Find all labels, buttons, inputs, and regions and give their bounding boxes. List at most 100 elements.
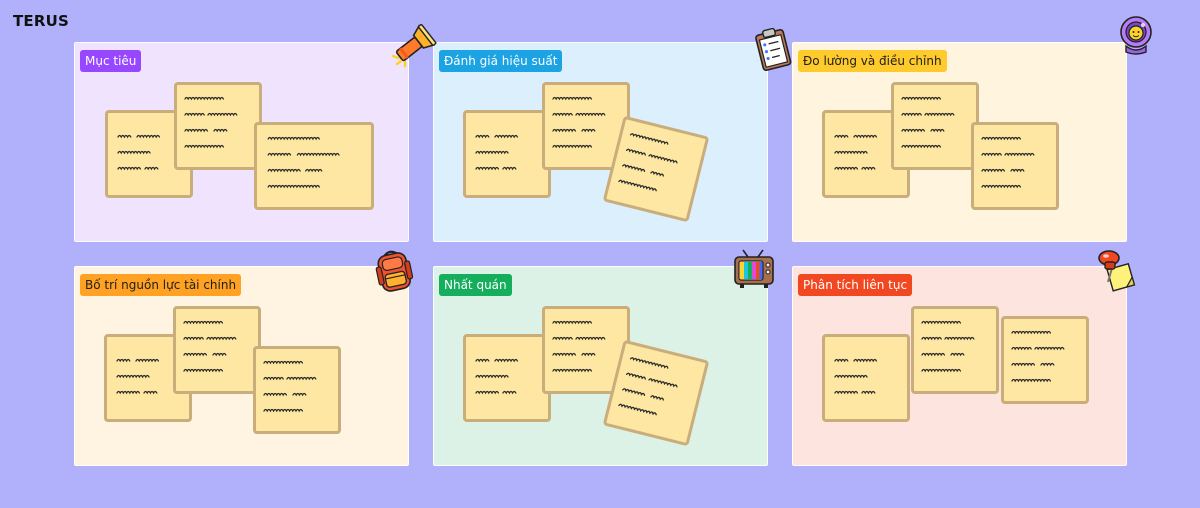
sticky-note[interactable]	[911, 306, 999, 394]
scribble-line	[921, 320, 962, 325]
scribble-line	[834, 150, 868, 155]
sticky-note[interactable]	[174, 82, 262, 170]
panel-title: Nhất quán	[439, 274, 512, 296]
panel-phan-tich-lien-tuc[interactable]: Phân tích liên tục	[792, 266, 1127, 466]
scribble-line	[921, 368, 962, 373]
sticky-note[interactable]	[602, 115, 710, 223]
scribble-line	[183, 352, 208, 357]
scribble-line	[618, 179, 657, 192]
scribble-line	[581, 128, 596, 133]
scribble-line	[475, 166, 500, 171]
astronaut-icon	[1120, 16, 1152, 55]
scribble-line	[286, 376, 317, 381]
scribble-line	[981, 168, 1006, 173]
note-scribble	[475, 134, 519, 171]
sticky-note[interactable]	[253, 346, 341, 434]
scribble-line	[136, 134, 161, 139]
scribble-line	[183, 368, 224, 373]
scribble-line	[552, 352, 577, 357]
pushpin-note-icon	[1098, 250, 1136, 292]
note-scribble	[263, 360, 317, 413]
note-scribble	[618, 133, 678, 192]
note-scribble	[552, 96, 606, 149]
scribble-line	[292, 392, 307, 397]
sticky-note[interactable]	[254, 122, 374, 210]
television-icon	[734, 249, 774, 288]
scribble-line	[1011, 330, 1052, 335]
sticky-note[interactable]	[1001, 316, 1089, 404]
flashlight-icon	[391, 23, 437, 68]
scribble-line	[648, 154, 678, 164]
note-scribble	[183, 320, 237, 373]
scribble-line	[648, 378, 678, 388]
scribble-line	[921, 352, 946, 357]
scribble-line	[296, 152, 340, 157]
scribble-line	[263, 392, 288, 397]
scribble-line	[552, 144, 593, 149]
sticky-note[interactable]	[173, 306, 261, 394]
sticky-note[interactable]	[891, 82, 979, 170]
note-scribble	[116, 358, 160, 395]
panel-muc-tieu[interactable]: Mục tiêu	[74, 42, 409, 242]
scribble-line	[622, 388, 646, 396]
scribble-line	[1004, 152, 1035, 157]
scribble-line	[207, 112, 238, 117]
scribble-line	[930, 128, 945, 133]
panel-bo-tri-nguon-luc-tai-chinh[interactable]: Bố trí nguồn lực tài chính	[74, 266, 409, 466]
scribble-line	[944, 336, 975, 341]
note-scribble	[1011, 330, 1065, 383]
scribble-line	[475, 358, 490, 363]
scribble-line	[206, 336, 237, 341]
scribble-line	[267, 184, 320, 189]
scribble-line	[117, 134, 132, 139]
scribble-line	[184, 144, 225, 149]
note-scribble	[117, 134, 161, 171]
scribble-line	[552, 368, 593, 373]
scribble-line	[921, 336, 942, 341]
scribble-line	[116, 390, 141, 395]
scribble-line	[475, 374, 509, 379]
note-scribble	[901, 96, 955, 149]
panel-nhat-quan[interactable]: Nhất quán	[433, 266, 768, 466]
scribble-line	[834, 166, 859, 171]
note-scribble	[552, 320, 606, 373]
panel-do-luong-va-dieu-chinh[interactable]: Đo lường và điều chỉnh	[792, 42, 1127, 242]
sticky-note[interactable]	[463, 110, 551, 198]
scribble-line	[981, 184, 1022, 189]
scribble-line	[183, 336, 204, 341]
scribble-line	[117, 150, 151, 155]
scribble-line	[901, 128, 926, 133]
sticky-note[interactable]	[463, 334, 551, 422]
sticky-note[interactable]	[542, 306, 630, 394]
backpack-icon	[375, 250, 414, 292]
scribble-line	[494, 358, 519, 363]
scribble-line	[629, 133, 669, 145]
sticky-note[interactable]	[971, 122, 1059, 210]
scribble-line	[924, 112, 955, 117]
scribble-line	[475, 390, 500, 395]
scribble-line	[650, 395, 664, 401]
scribble-line	[552, 320, 593, 325]
scribble-line	[834, 134, 849, 139]
scribble-line	[263, 360, 304, 365]
sticky-note[interactable]	[822, 334, 910, 422]
panel-title: Mục tiêu	[80, 50, 142, 72]
panel-danh-gia-hieu-suat[interactable]: Đánh giá hiệu suất	[433, 42, 768, 242]
scribble-line	[213, 128, 228, 133]
scribble-line	[629, 357, 669, 369]
scribble-line	[981, 152, 1002, 157]
scribble-line	[618, 403, 657, 416]
panel-title: Bố trí nguồn lực tài chính	[80, 274, 242, 296]
scribble-line	[901, 96, 942, 101]
scribble-line	[1011, 346, 1032, 351]
scribble-line	[144, 166, 159, 171]
note-scribble	[184, 96, 238, 149]
scribble-line	[581, 352, 596, 357]
sticky-note[interactable]	[602, 339, 710, 447]
scribble-line	[552, 336, 573, 341]
scribble-line	[263, 408, 304, 413]
scribble-line	[475, 150, 509, 155]
scribble-line	[267, 136, 320, 141]
scribble-line	[184, 128, 209, 133]
scribble-line	[143, 390, 158, 395]
